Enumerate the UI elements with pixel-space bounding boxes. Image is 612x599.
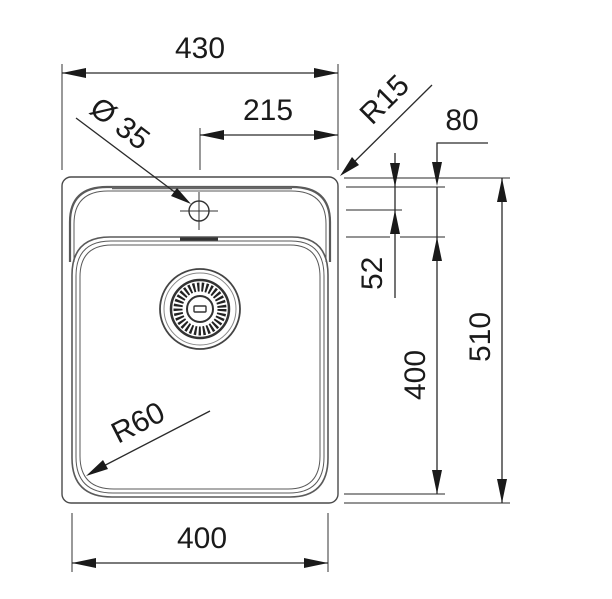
dimension-label-80: 80 <box>445 104 478 137</box>
bowl-outline-outer <box>71 236 329 498</box>
dimension-back-ledge: 80 <box>432 104 488 186</box>
dimension-label-510: 510 <box>464 312 497 362</box>
sink-body <box>61 176 339 504</box>
dimension-label-r15: R15 <box>354 69 416 131</box>
dimension-label-400-bottom: 400 <box>177 522 227 555</box>
dimension-bowl-length: 400 <box>399 187 442 494</box>
bowl-outline-inner <box>79 244 321 490</box>
dimension-label-215: 215 <box>243 94 293 127</box>
dimension-bowl-width: 400 <box>71 513 329 572</box>
drain-strainer-icon <box>159 268 241 350</box>
dimension-overall-length: 510 <box>464 178 507 503</box>
back-ledge-inner <box>73 190 327 262</box>
dimension-outer-corner-radius: R15 <box>340 69 433 176</box>
right-extension-lines <box>344 177 510 504</box>
dimension-tap-hole-offset: 215 <box>199 94 338 170</box>
bowl-outline-mid <box>75 240 325 494</box>
sink-outer-rim <box>61 176 339 504</box>
dimension-label-400-vertical: 400 <box>399 350 432 400</box>
tap-hole-icon <box>180 192 218 230</box>
dimension-label-diameter-35: Ø 35 <box>84 91 156 157</box>
dimension-ledge-step: 52 <box>356 153 400 298</box>
dimension-label-430: 430 <box>175 32 225 65</box>
dimension-label-52: 52 <box>356 257 389 290</box>
dimension-overall-width: 430 <box>61 32 339 170</box>
